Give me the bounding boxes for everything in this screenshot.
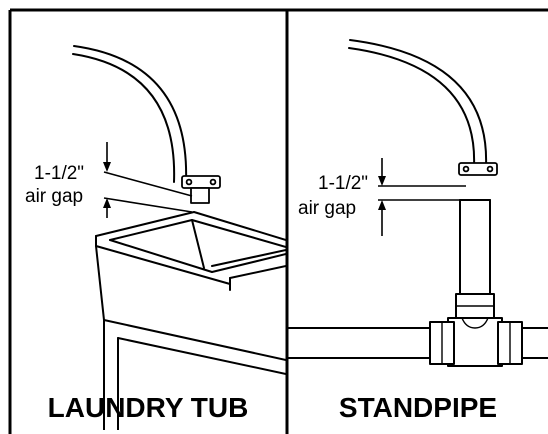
panel-frame — [8, 8, 548, 434]
air-gap-dimension-right — [378, 158, 466, 236]
laundry-tub-title: LAUNDRY TUB — [47, 392, 249, 423]
drain-hose — [72, 45, 188, 183]
standpipe-title: STANDPIPE — [338, 392, 498, 423]
air-gap-text-right: air gap — [298, 198, 357, 219]
air-gap-dimension-left — [103, 142, 193, 218]
standpipe-drain-hose — [348, 39, 488, 167]
tee-fitting — [288, 293, 548, 367]
standpipe — [459, 199, 491, 295]
hose-clamp — [181, 175, 221, 204]
laundry-tub — [95, 211, 286, 430]
air-gap-text-left: air gap — [25, 186, 84, 207]
standpipe-hose-clamp — [458, 162, 498, 176]
air-gap-measure-left: 1-1/2" — [34, 163, 85, 184]
air-gap-measure-right: 1-1/2" — [318, 173, 369, 194]
